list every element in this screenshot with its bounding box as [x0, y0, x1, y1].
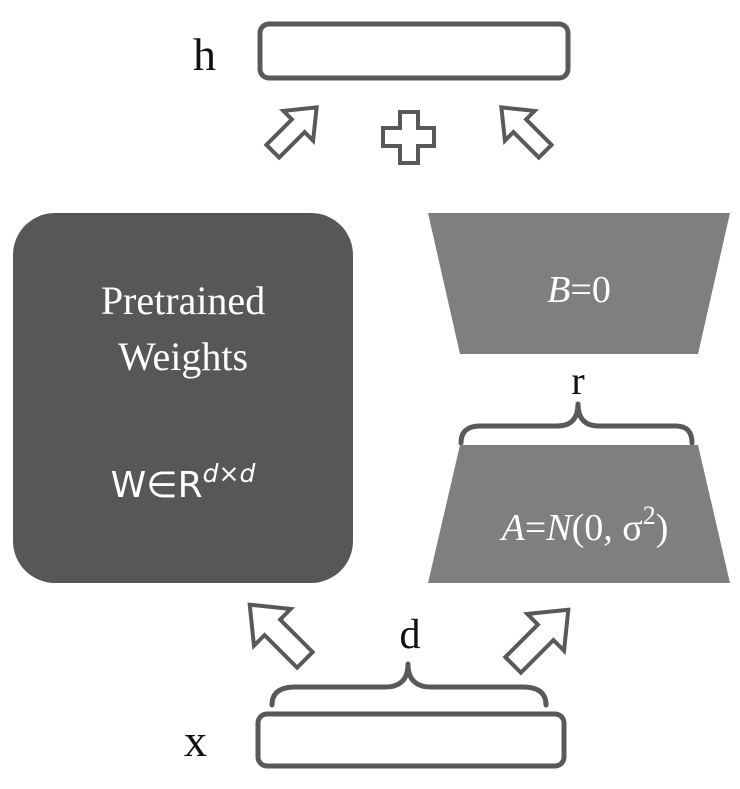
matrix-a-eq: =: [525, 507, 546, 549]
matrix-b-rest: =0: [570, 269, 610, 311]
rank-brace: [458, 401, 695, 446]
label-d: d: [400, 612, 421, 658]
plus-icon: [381, 110, 436, 165]
matrix-a-var: A: [499, 507, 526, 549]
matrix-b-label: B=0: [547, 269, 611, 311]
matrix-a-sup: 2: [643, 501, 656, 530]
matrix-a-close: ): [656, 507, 669, 549]
dimension-brace: [269, 661, 549, 708]
label-x: x: [184, 715, 207, 766]
pretrained-formula-sup: d×d: [203, 459, 256, 488]
pretrained-label-line1: Pretrained: [101, 278, 265, 323]
matrix-a-label: A=N(0, σ2): [499, 501, 669, 549]
pretrained-formula: W∈Rd×d: [111, 459, 256, 506]
matrix-a-args: (0, σ: [572, 507, 643, 549]
pretrained-formula-main: W∈R: [111, 465, 203, 506]
pretrained-weights-box: [13, 213, 353, 583]
arrow-up-right-input-icon: [502, 607, 571, 676]
arrow-up-right-icon: [263, 105, 319, 161]
input-vector-x: [255, 711, 567, 769]
matrix-b-var: B: [547, 269, 570, 311]
arrow-up-left-icon: [499, 105, 555, 161]
matrix-a-trapezoid: [428, 445, 730, 583]
label-r: r: [571, 358, 584, 403]
matrix-a-func: N: [545, 507, 574, 549]
pretrained-label-line2: Weights: [118, 334, 248, 379]
matrix-b-trapezoid: [428, 213, 730, 354]
output-vector-h: [257, 21, 571, 81]
arrow-up-left-input-icon: [247, 602, 316, 671]
label-h: h: [193, 29, 216, 80]
